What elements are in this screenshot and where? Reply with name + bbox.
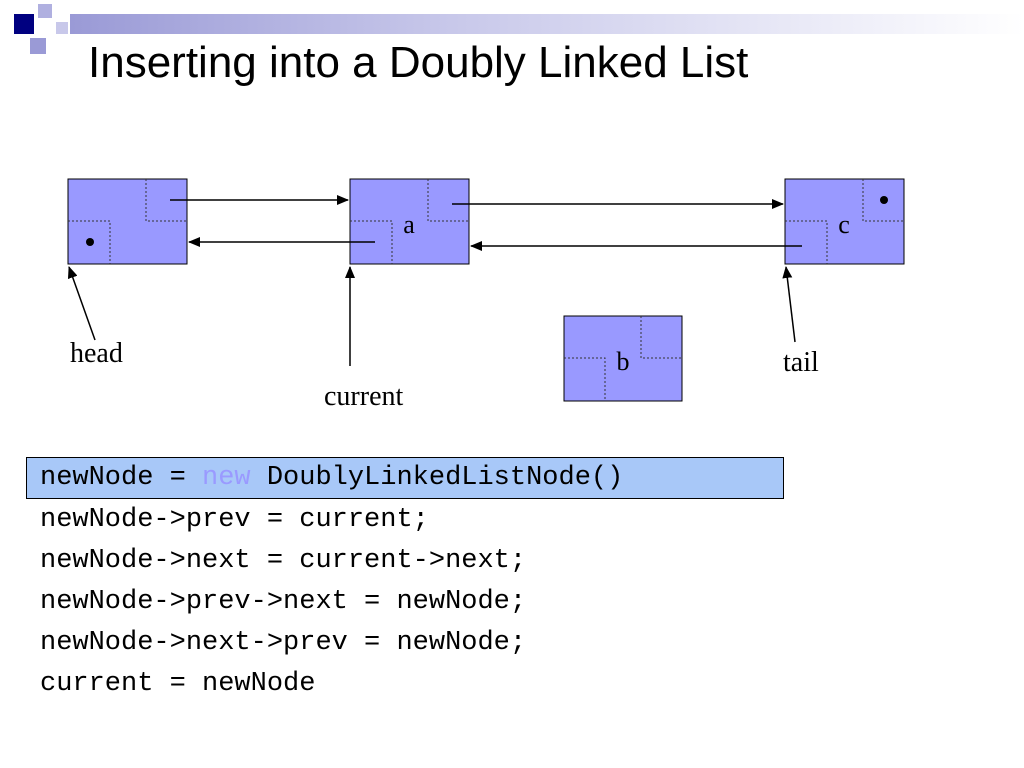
tail-label: tail [783,347,819,378]
corner-square-light [38,4,52,18]
node-b-label: b [617,347,630,376]
code-keyword-new: new [202,463,251,493]
corner-square-dark [14,14,34,34]
tail-pointer-arrow [782,266,796,343]
node-b: b [563,315,683,402]
title-gradient-bar [70,14,1024,34]
head-pointer-arrow [67,266,96,341]
code-line-6: current = newNode [40,669,316,699]
code-line-1-pre: newNode = [40,463,203,493]
code-line-3: newNode->next = current->next; [40,546,527,576]
page-title: Inserting into a Doubly Linked List [88,38,749,87]
head-label: head [70,338,123,369]
corner-square-pale [56,22,68,34]
code-line-1-post: DoublyLinkedListNode() [250,463,624,493]
node-c-label: c [838,210,850,239]
node-head-sentinel [67,178,188,265]
corner-square-mid [30,38,46,54]
code-line-4: newNode->prev->next = newNode; [40,587,527,617]
null-dot-icon [86,238,94,246]
node-c: c [784,178,905,265]
node-a-label: a [403,210,415,239]
code-line-2: newNode->prev = current; [40,505,429,535]
null-dot-icon [880,196,888,204]
code-line-5: newNode->next->prev = newNode; [40,628,527,658]
code-line-1: newNode = new DoublyLinkedListNode() [40,465,623,492]
code-highlight-box [26,457,784,499]
node-a: a [349,178,470,265]
current-label: current [324,381,404,412]
